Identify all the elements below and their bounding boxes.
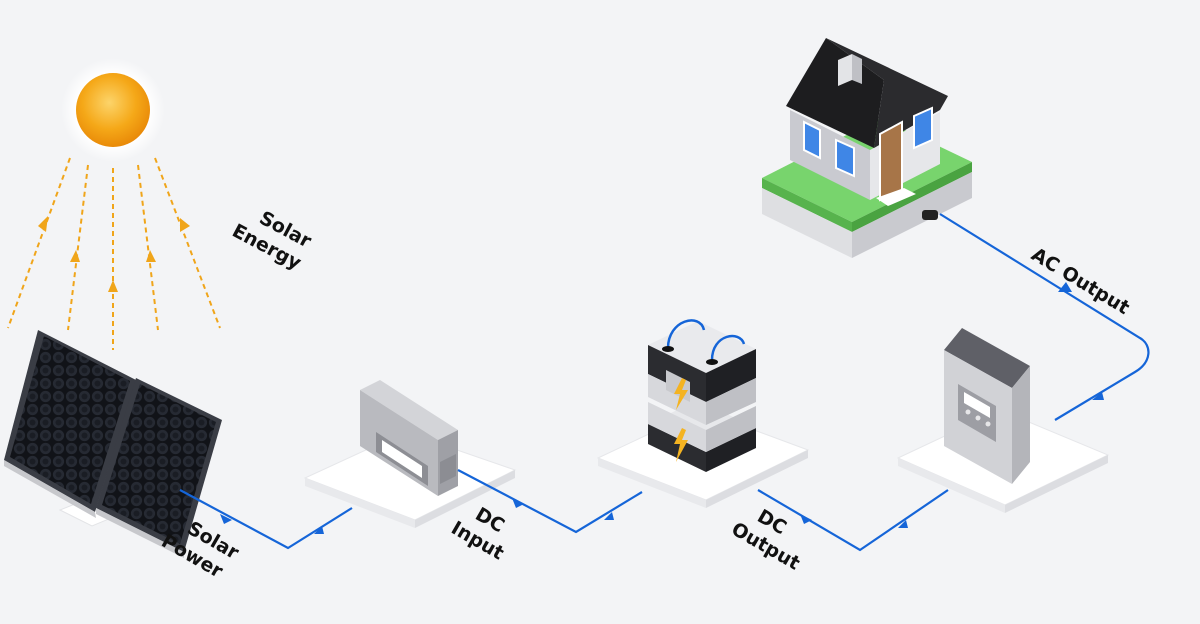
flow-dc-input [457, 469, 643, 534]
house-icon [762, 38, 972, 258]
label-ac-output-text: AC Output [1027, 243, 1133, 319]
sun-ray-heads [38, 216, 190, 292]
battery-stack-icon [648, 319, 756, 472]
flow-lines [179, 213, 1150, 552]
flow-solar-power [179, 489, 353, 550]
sun-icon [61, 58, 165, 162]
label-dc-output: DC Output [728, 505, 804, 574]
flow-dc-output [757, 489, 949, 552]
battery-bolt-bottom [674, 428, 688, 462]
battery-bolt-top [674, 378, 688, 410]
flow-arrows [220, 282, 1104, 534]
label-dc-input: DC Input [447, 503, 508, 564]
sun-rays [7, 157, 221, 350]
label-ac-output: AC Output [1027, 243, 1133, 319]
solar-panel-icon [4, 330, 222, 558]
flow-ac-output [939, 213, 1150, 421]
charge-controller-icon [360, 380, 458, 496]
inverter-icon [944, 328, 1030, 484]
label-solar-energy: Solar Energy [228, 207, 315, 275]
